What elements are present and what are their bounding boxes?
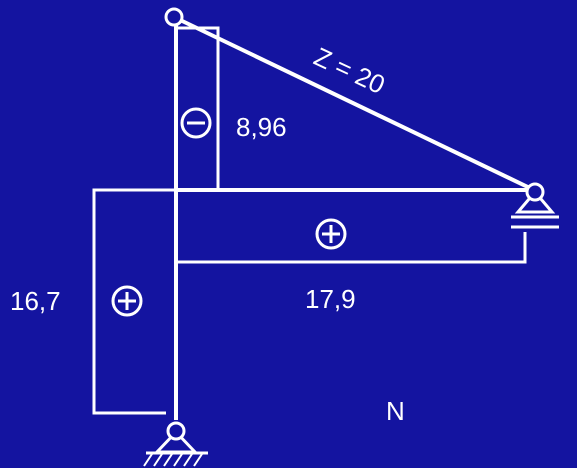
column-top-value-label: 8,96 xyxy=(236,112,287,142)
minus-sign-icon xyxy=(180,107,212,139)
roller-support-icon xyxy=(511,182,559,229)
structure xyxy=(174,16,535,420)
plus-sign-icon xyxy=(111,285,143,317)
tie-member xyxy=(175,16,535,192)
force-diagram-areas xyxy=(92,26,527,415)
beam-value-label: 17,9 xyxy=(305,284,356,314)
top-hinge-icon xyxy=(164,7,184,27)
beam-tension-area xyxy=(176,232,527,264)
column-top-compression-area xyxy=(176,26,220,190)
plus-sign-icon xyxy=(315,218,347,250)
fixed-pin-support-icon xyxy=(143,421,208,467)
diagram-symbol-label: N xyxy=(386,396,405,426)
column-bottom-value-label: 16,7 xyxy=(10,286,61,316)
column-bottom-tension-area xyxy=(92,188,176,415)
